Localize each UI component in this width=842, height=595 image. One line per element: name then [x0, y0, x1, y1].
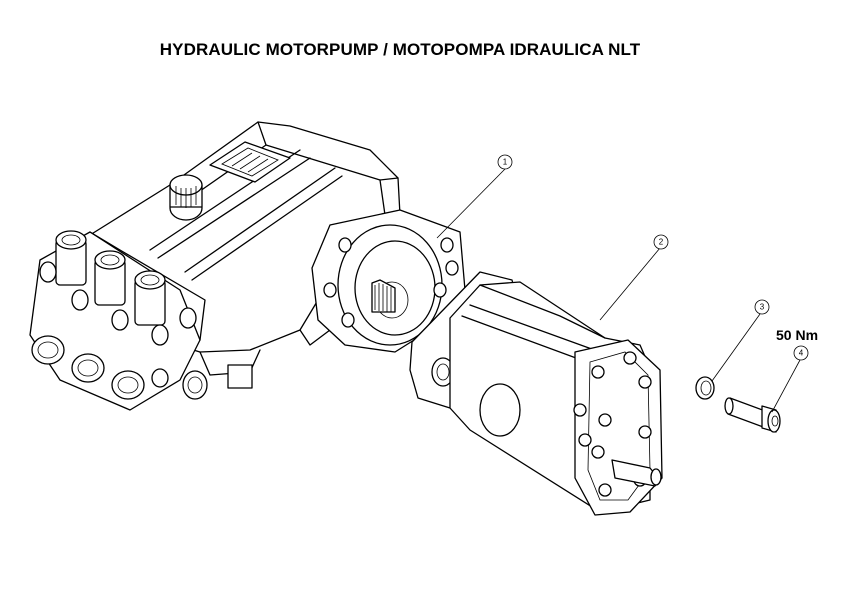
callout-3-number: 3 — [760, 303, 765, 312]
callout-1: 1 — [436, 154, 513, 239]
washer — [695, 376, 715, 400]
callout-2-number: 2 — [659, 238, 664, 247]
callout-2: 2 — [599, 234, 669, 321]
torque-label: 50 Nm — [776, 327, 819, 343]
callout-4: 4 — [771, 345, 809, 413]
oil-cap — [169, 174, 203, 221]
callout-3: 3 — [711, 299, 770, 382]
valve-plug-2 — [94, 250, 126, 306]
screw — [724, 397, 781, 433]
valve-plug-3 — [134, 270, 166, 326]
front-plug-2 — [71, 353, 105, 383]
callout-4-number: 4 — [799, 349, 804, 358]
hydraulic-motor — [409, 271, 663, 516]
flange — [311, 209, 466, 353]
valve-plug-1 — [55, 230, 87, 286]
drawing-title: HYDRAULIC MOTORPUMP / MOTOPOMPA IDRAULIC… — [159, 40, 641, 59]
callout-1-number: 1 — [503, 158, 508, 167]
front-plug-3 — [111, 370, 145, 400]
pump-manifold — [29, 230, 208, 411]
front-plug-1 — [31, 335, 65, 365]
